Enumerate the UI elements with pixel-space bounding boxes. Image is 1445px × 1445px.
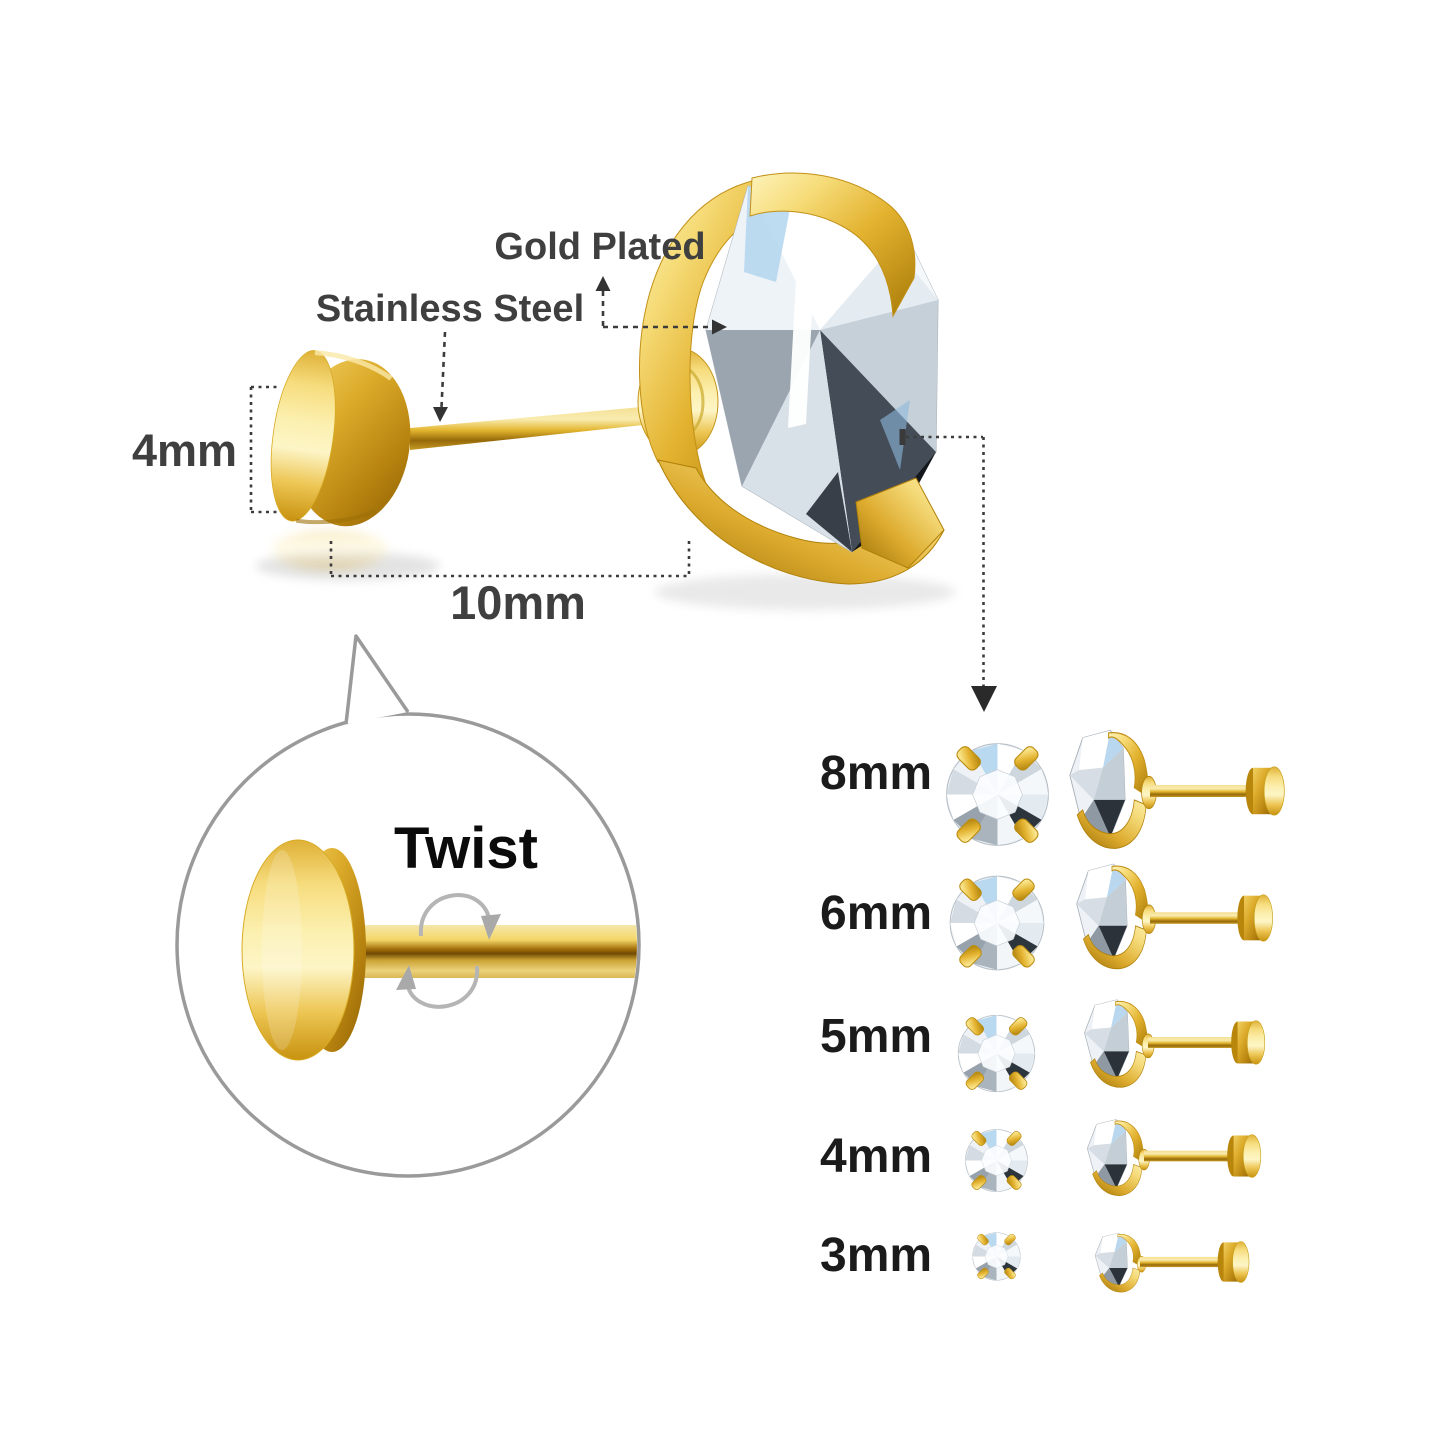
- earring-post: [410, 406, 652, 450]
- size-label-8mm: 8mm: [820, 747, 932, 800]
- arrow-stainless-steel: [433, 331, 448, 422]
- stud-side-setting-6mm: [1076, 863, 1157, 970]
- inset-callout-tail: [346, 636, 408, 724]
- stud-side-setting-3mm: [1094, 1232, 1147, 1293]
- gem-shadow: [655, 574, 955, 610]
- twist-label: Twist: [394, 816, 538, 881]
- back-size-dimension-label: 4mm: [132, 425, 237, 476]
- stud-side-post-5mm: [1148, 1020, 1266, 1065]
- stud-side-post-6mm: [1150, 894, 1273, 942]
- stud-front-view-3mm: [972, 1232, 1021, 1281]
- main-earring: [256, 172, 955, 610]
- prong-claw-bottom: [855, 477, 945, 569]
- gold-plated-label: Gold Plated: [494, 226, 705, 268]
- size-label-3mm: 3mm: [820, 1229, 932, 1282]
- size-chart: 8mm 6mm 5mm 4mm 3mm: [820, 729, 1285, 1293]
- twist-rotation-arrows-icon: [396, 893, 501, 1009]
- size-row-4mm: 4mm: [820, 1119, 1262, 1197]
- stud-side-setting-8mm: [1069, 729, 1157, 849]
- size-label-6mm: 6mm: [820, 887, 932, 940]
- stud-side-setting-5mm: [1084, 999, 1155, 1088]
- dim-bracket-10mm: [329, 541, 691, 578]
- arrow-gold-plated: [595, 276, 727, 335]
- twist-inset: Twist: [175, 634, 641, 1178]
- dim-bracket-4mm: [249, 385, 277, 514]
- stud-front-view-8mm: [946, 743, 1049, 846]
- arrow-to-size-chart: [899, 429, 997, 712]
- stud-side-post-4mm: [1144, 1134, 1262, 1178]
- stud-front-view-5mm: [957, 1014, 1036, 1093]
- size-row-6mm: 6mm: [820, 863, 1273, 971]
- inset-back-disc: [241, 839, 366, 1061]
- size-label-4mm: 4mm: [820, 1130, 932, 1183]
- earring-back-disc: [270, 350, 411, 527]
- prong-claw-top: [749, 172, 916, 318]
- inset-post: [350, 925, 637, 978]
- stud-front-view-6mm: [949, 875, 1045, 971]
- stud-side-post-3mm: [1140, 1241, 1250, 1283]
- size-row-5mm: 5mm: [820, 999, 1266, 1093]
- post-length-dimension-label: 10mm: [450, 576, 586, 629]
- size-row-8mm: 8mm: [820, 729, 1285, 849]
- stud-side-post-8mm: [1150, 766, 1285, 816]
- size-label-5mm: 5mm: [820, 1010, 932, 1063]
- size-row-3mm: 3mm: [820, 1229, 1250, 1293]
- stud-side-setting-4mm: [1086, 1119, 1150, 1197]
- stainless-steel-label: Stainless Steel: [316, 288, 584, 330]
- stud-front-view-4mm: [965, 1129, 1028, 1192]
